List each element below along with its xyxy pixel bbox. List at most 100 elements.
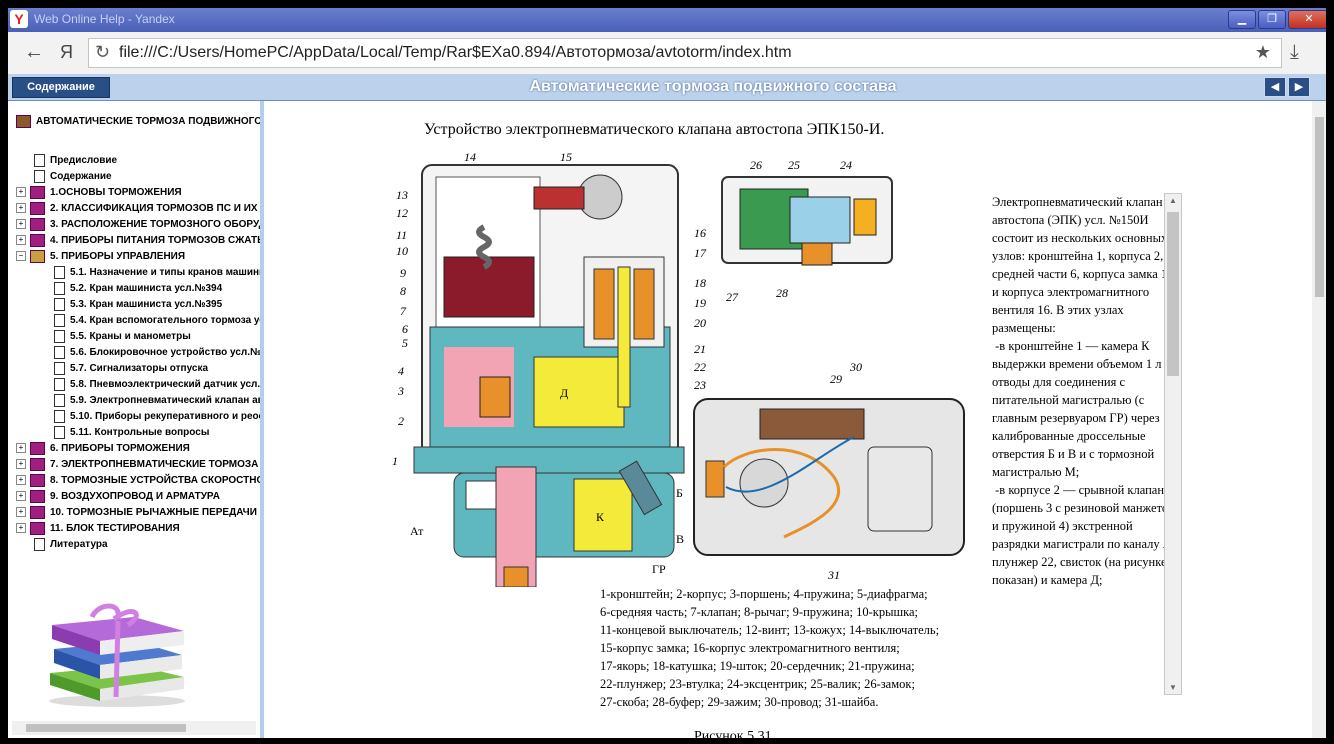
expand-icon[interactable]: + xyxy=(16,443,26,454)
book-icon xyxy=(30,217,45,231)
toc-item-label: 5.5. Краны и манометры xyxy=(70,331,191,342)
next-page-button[interactable]: ▶ xyxy=(1288,77,1310,97)
label-18: 18 xyxy=(694,276,706,290)
toc-item-label: 7. ЭЛЕКТРОПНЕВМАТИЧЕСКИЕ ТОРМОЗА xyxy=(50,459,259,470)
label-19: 19 xyxy=(694,296,706,310)
page-icon xyxy=(54,425,65,439)
label-22: 22 xyxy=(694,360,706,374)
minimize-button[interactable]: ▁ xyxy=(1228,10,1256,29)
help-title: Автоматические тормоза подвижного состав… xyxy=(529,78,897,95)
url-text[interactable]: file:///C:/Users/HomePC/AppData/Local/Te… xyxy=(119,44,792,61)
label-gr: ГР xyxy=(652,562,666,576)
scroll-down-icon[interactable]: ▼ xyxy=(1169,683,1177,692)
book-icon xyxy=(30,441,45,455)
toc-item[interactable]: Предисловие xyxy=(34,153,117,169)
epk-diagram: 1 2 3 4 5 6 7 8 9 10 11 12 13 14 15 16 1… xyxy=(392,150,965,587)
toc-item[interactable]: +9. ВОЗДУХОПРОВОД И АРМАТУРА xyxy=(16,489,220,505)
toc-item-label: Содержание xyxy=(50,171,112,182)
label-13: 13 xyxy=(396,188,408,202)
toc-item[interactable]: 5.1. Назначение и типы кранов машиниста xyxy=(54,265,264,281)
toc-item[interactable]: +2. КЛАССИФИКАЦИЯ ТОРМОЗОВ ПС И ИХ xyxy=(16,201,258,217)
book-icon xyxy=(30,505,45,519)
label-3: 3 xyxy=(397,384,404,398)
toc-item-label: Предисловие xyxy=(50,155,118,166)
url-field[interactable]: ↻ file:///C:/Users/HomePC/AppData/Local/… xyxy=(88,38,1282,68)
bookmark-star-icon[interactable]: ★ xyxy=(1254,42,1271,62)
caption-line: 15-корпус замка; 16-корпус электромагнит… xyxy=(600,641,900,655)
collapse-icon[interactable]: − xyxy=(16,251,26,262)
scroll-up-icon[interactable]: ▲ xyxy=(1169,196,1177,205)
toc-scroll-thumb[interactable] xyxy=(26,724,186,732)
caption-line: 27-скоба; 28-буфер; 29-зажим; 30-провод;… xyxy=(600,695,879,709)
toc-item[interactable]: +8. ТОРМОЗНЫЕ УСТРОЙСТВА СКОРОСТНОГО xyxy=(16,473,260,489)
toc-item[interactable]: 5.3. Кран машиниста усл.№395 xyxy=(54,297,222,313)
close-button[interactable]: ✕ xyxy=(1288,10,1326,29)
toc-item[interactable]: 5.4. Кран вспомогательного тормоза усл. xyxy=(54,313,260,329)
expand-icon[interactable]: + xyxy=(16,219,26,230)
toc-root[interactable]: АВТОМАТИЧЕСКИЕ ТОРМОЗА ПОДВИЖНОГО СОСТАВ… xyxy=(16,115,260,128)
label-23: 23 xyxy=(694,378,706,392)
label-d: Д xyxy=(560,386,568,400)
toc-item[interactable]: 5.8. Пневмоэлектрический датчик усл. xyxy=(54,377,260,393)
toc-item[interactable]: 5.9. Электропневматический клапан автост… xyxy=(54,393,260,409)
toc-item[interactable]: −5. ПРИБОРЫ УПРАВЛЕНИЯ xyxy=(16,249,185,265)
maximize-button[interactable]: ❐ xyxy=(1258,10,1286,29)
toc-item-label: 5.1. Назначение и типы кранов машиниста xyxy=(70,267,264,278)
back-button[interactable]: ← xyxy=(24,41,44,63)
browser-window: Y Web Online Help - Yandex ▁ ❐ ✕ ← Я ↻ f… xyxy=(8,8,1326,738)
book-icon xyxy=(30,233,45,247)
content-scroll-thumb[interactable] xyxy=(1315,117,1324,297)
label-8: 8 xyxy=(400,284,406,298)
toc-item[interactable]: 5.6. Блокировочное устройство усл.№367 xyxy=(54,345,260,361)
label-10: 10 xyxy=(396,244,408,258)
description-scrollbox[interactable]: Электропневматический клапан автостопа (… xyxy=(992,193,1182,693)
help-header: Содержание Автоматические тормоза подвиж… xyxy=(8,74,1326,102)
prev-page-button[interactable]: ◀ xyxy=(1264,77,1286,97)
expand-icon[interactable]: + xyxy=(16,523,26,534)
toc-item[interactable]: 5.2. Кран машиниста усл.№394 xyxy=(54,281,222,297)
toc-item[interactable]: +4. ПРИБОРЫ ПИТАНИЯ ТОРМОЗОВ СЖАТЫМ xyxy=(16,233,264,249)
label-2: 2 xyxy=(398,414,404,428)
page-icon xyxy=(54,361,65,375)
channel-labels: Ат М ГР Б В Д К xyxy=(410,386,684,576)
toc-item[interactable]: +11. БЛОК ТЕСТИРОВАНИЯ xyxy=(16,521,180,537)
label-16: 16 xyxy=(694,226,706,240)
toc-item[interactable]: +7. ЭЛЕКТРОПНЕВМАТИЧЕСКИЕ ТОРМОЗА xyxy=(16,457,258,473)
toc-item[interactable]: Литература xyxy=(34,537,108,553)
expand-icon[interactable]: + xyxy=(16,507,26,518)
toc-item[interactable]: +3. РАСПОЛОЖЕНИЕ ТОРМОЗНОГО ОБОРУДОВАНИЯ xyxy=(16,217,260,233)
toc-item[interactable]: +1.ОСНОВЫ ТОРМОЖЕНИЯ xyxy=(16,185,182,201)
toc-item[interactable]: 5.7. Сигнализаторы отпуска xyxy=(54,361,208,377)
yandex-brand-button[interactable]: Я xyxy=(60,42,73,62)
reload-icon[interactable]: ↻ xyxy=(95,42,111,62)
toc-item-label: Литература xyxy=(50,539,108,550)
toc-item-label: 4. ПРИБОРЫ ПИТАНИЯ ТОРМОЗОВ СЖАТЫМ xyxy=(50,235,264,246)
label-26: 26 xyxy=(750,158,762,172)
download-icon[interactable]: ⤓ xyxy=(1290,41,1299,63)
label-k: К xyxy=(596,510,605,524)
toc-item[interactable]: +10. ТОРМОЗНЫЕ РЫЧАЖНЫЕ ПЕРЕДАЧИ xyxy=(16,505,257,521)
expand-icon[interactable]: + xyxy=(16,459,26,470)
toc-item[interactable]: +6. ПРИБОРЫ ТОРМОЖЕНИЯ xyxy=(16,441,190,457)
toc-item[interactable]: 5.11. Контрольные вопросы xyxy=(54,425,209,441)
label-28: 28 xyxy=(776,286,788,300)
expand-icon[interactable]: + xyxy=(16,235,26,246)
expand-icon[interactable]: + xyxy=(16,187,26,198)
expand-icon[interactable]: + xyxy=(16,491,26,502)
page-icon xyxy=(54,265,65,279)
toc-horizontal-scrollbar[interactable] xyxy=(12,721,256,735)
yandex-icon: Y xyxy=(10,10,28,28)
contents-button[interactable]: Содержание xyxy=(12,77,110,98)
label-17: 17 xyxy=(694,246,707,260)
toc-item[interactable]: Содержание xyxy=(34,169,112,185)
expand-icon[interactable]: + xyxy=(16,203,26,214)
description-scrollbar[interactable]: ▲ ▼ xyxy=(1164,193,1182,695)
toc-item[interactable]: 5.5. Краны и манометры xyxy=(54,329,191,345)
expand-icon[interactable]: + xyxy=(16,475,26,486)
open-book-icon xyxy=(30,249,45,263)
description-scroll-thumb[interactable] xyxy=(1167,212,1179,376)
figure-title: Устройство электропневматического клапан… xyxy=(424,121,885,138)
toc-item[interactable]: 5.10. Приборы рекуперативного и реостатн… xyxy=(54,409,260,425)
book-icon xyxy=(30,489,45,503)
content-vertical-scrollbar[interactable] xyxy=(1312,101,1326,738)
